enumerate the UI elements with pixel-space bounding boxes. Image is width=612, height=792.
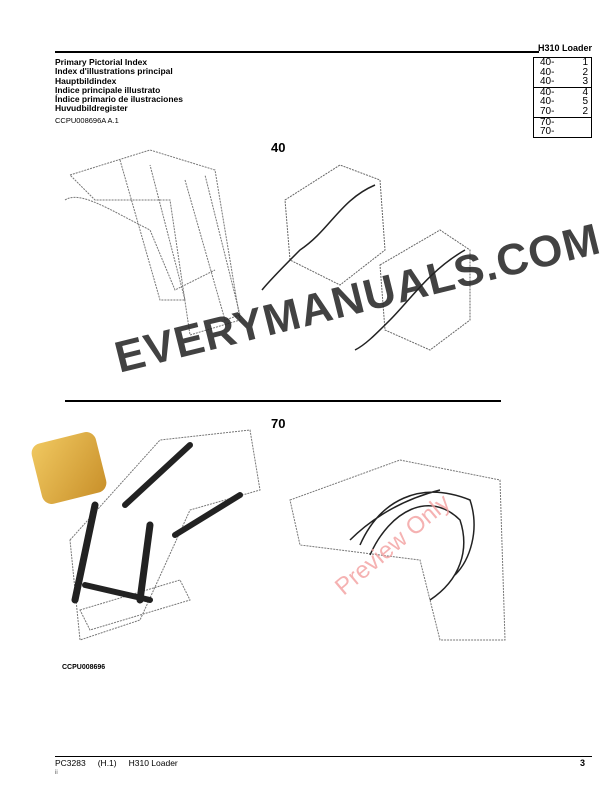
index-row[interactable]: 40- 3 [534,77,591,87]
group: 40- [540,66,555,78]
index-titles: Primary Pictorial Index Index d'illustra… [55,57,184,114]
page-number: 3 [580,758,586,768]
top-rule [55,51,539,53]
page: 1 [582,57,588,68]
hydraulic-cylinders [71,442,243,604]
page: 2 [582,66,588,78]
index-row[interactable]: 70- [534,127,591,137]
footer-sub: ii [55,770,58,776]
title-it: Indice principale illustrato [55,84,161,95]
page: 4 [582,86,588,98]
section-label-40: 40 [271,140,286,155]
index-group: 70- 70- [534,116,591,137]
index-row[interactable]: 40- 4 [534,86,591,98]
index-row[interactable]: 70- [534,116,591,128]
group: 40- [540,86,555,98]
page: 3 [582,76,588,88]
revision: (H.1) [97,758,117,768]
page-index-table: 40- 1 40- 2 40- 3 40- 4 40- 5 70- 2 70- 70- [533,57,592,138]
index-row[interactable]: 40- 2 [534,66,591,78]
index-row[interactable]: 70- 2 [534,107,591,117]
page: 2 [582,105,588,117]
page: 5 [582,96,588,108]
wiring-harness-drawing-40 [261,164,471,351]
index-group: 40- 1 40- 2 40- 3 [534,58,591,88]
title-en: Primary Pictorial Index [55,57,148,67]
section-label-70: 70 [271,416,286,431]
group: 40- [540,96,555,108]
index-group: 40- 4 40- 5 70- 2 [534,86,591,118]
footer-rule [55,756,592,757]
title-sv: Huvudbildregister [55,103,128,114]
footer: PC3283 (H.1) H310 Loader [55,758,190,768]
group: 40- [540,76,555,88]
title-de: Hauptbildindex [55,75,117,86]
footer-title: H310 Loader [128,758,178,768]
section-divider [65,400,501,402]
loader-frame-drawing-40 [64,149,241,336]
doc-number: PC3283 [55,758,86,768]
group: 70- [540,116,555,128]
illustration-code: CCPU008696A A.1 [55,116,119,125]
group: 40- [540,57,555,68]
model-title: H310 Loader [538,43,593,53]
group: 70- [540,126,555,138]
index-row[interactable]: 40- 1 [534,58,591,68]
index-row[interactable]: 40- 5 [534,97,591,107]
title-es: Índice primario de ilustraciones [55,94,184,105]
group: 70- [540,105,555,117]
hose-drawing-70 [289,459,506,641]
cylinder-drawing-70 [69,429,261,641]
title-fr: Index d'illustrations principal [55,66,173,77]
figure-code: CCPU008696 [62,664,106,671]
